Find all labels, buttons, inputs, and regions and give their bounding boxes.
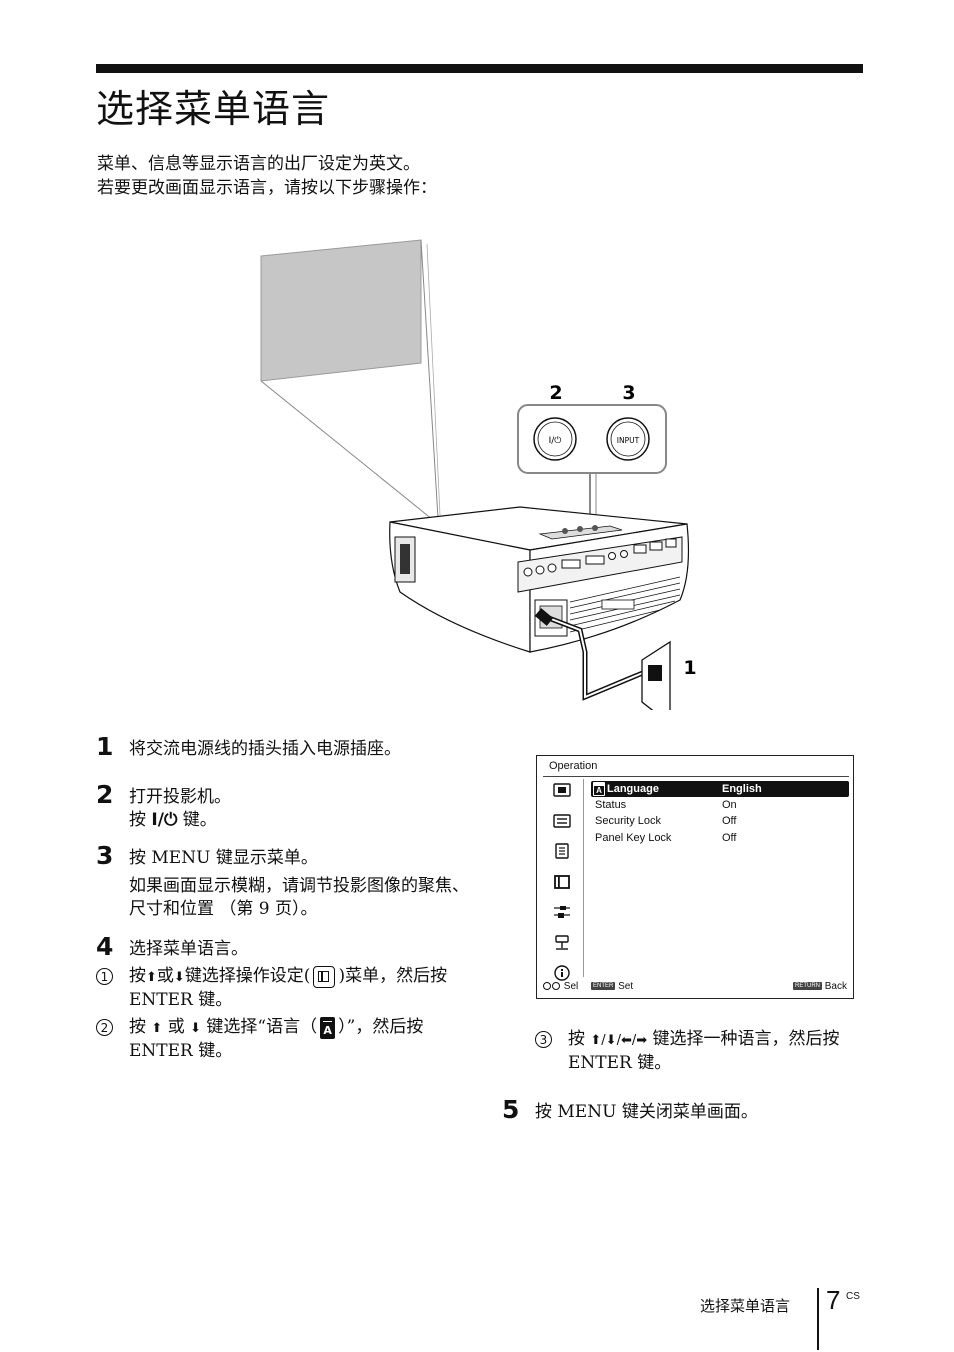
osd-row-value: Off [722, 832, 737, 844]
osd-menu-footer: Sel ENTER Set RETURN Back [543, 980, 847, 994]
substep-3-number: 3 [535, 1031, 552, 1048]
osd-row-security-lock[interactable]: Security Lock Off [591, 813, 849, 829]
nav-up-icon [543, 982, 551, 991]
step-2: 2 打开投影机。 按 I/⏻ 键。 [96, 780, 476, 832]
osd-menu: Operation A Language English Status On [536, 755, 854, 999]
step-5-text: 按 MENU 键关闭菜单画面。 [535, 1102, 758, 1122]
step-3-number: 3 [96, 841, 114, 870]
intro-line-1: 菜单、信息等显示语言的出厂设定为英文。 [97, 154, 420, 174]
substep-2-number: 2 [96, 1019, 113, 1036]
projection-ray-top [420, 239, 439, 519]
page-title: 选择菜单语言 [96, 87, 331, 131]
step-4-number: 4 [96, 932, 114, 961]
footer-section-label: 选择菜单语言 [700, 1297, 791, 1315]
step-1-number: 1 [96, 732, 114, 761]
intro-line-2: 若要更改画面显示语言，请按以下步骤操作： [97, 178, 437, 198]
installation-icon[interactable] [552, 935, 572, 951]
step-4-substep-1: 1 按⬆或⬇键选择操作设定()菜单，然后按 ENTER 键。 [96, 965, 476, 1012]
power-key-label: I/⏻ [151, 810, 178, 830]
language-icon: A [320, 1016, 336, 1039]
information-icon[interactable] [552, 965, 572, 981]
intro-text: 菜单、信息等显示语言的出厂设定为英文。 若要更改画面显示语言，请按以下步骤操作： [97, 152, 437, 200]
step-1: 1 将交流电源线的插头插入电源插座。 [96, 732, 476, 761]
osd-row-label: Language [607, 783, 659, 795]
enter-key-tag: ENTER [591, 982, 616, 991]
step-3: 3 按 MENU 键显示菜单。 如果画面显示模糊，请调节投影图像的聚焦、尺寸和位… [96, 841, 476, 921]
up-arrow-icon: ⬆ [151, 1021, 163, 1036]
osd-menu-sidebar [543, 779, 584, 981]
picture-adjust-icon[interactable] [552, 813, 572, 829]
step-4-substep-2: 2 按 ⬆ 或 ⬇ 键选择“语言（A）”，然后按 ENTER 键。 [96, 1016, 476, 1063]
osd-row-label: Panel Key Lock [595, 832, 672, 844]
power-button-label: I/⏻ [549, 435, 562, 446]
osd-menu-separator [543, 776, 849, 777]
input-button-label: INPUT [617, 436, 640, 445]
projection-ray-bottom [260, 380, 439, 525]
operation-menu-icon [313, 965, 336, 988]
steps-right-column: 3 按 ⬆/⬇/⬅/➡ 键选择一种语言，然后按 ENTER 键。 5 按 MEN… [502, 1024, 867, 1124]
steps-left-column: 1 将交流电源线的插头插入电源插座。 2 打开投影机。 按 I/⏻ 键。 3 按… [96, 732, 476, 1063]
operation-icon[interactable] [552, 874, 572, 890]
picture-icon[interactable] [552, 782, 572, 798]
step-5: 5 按 MENU 键关闭菜单画面。 [502, 1095, 867, 1124]
osd-row-label: Status [595, 799, 627, 811]
step-4-substep-3: 3 按 ⬆/⬇/⬅/➡ 键选择一种语言，然后按 ENTER 键。 [535, 1028, 867, 1075]
projector-illustration-svg: 2 3 I/⏻ INPUT [260, 239, 697, 710]
callout-3: 3 [622, 382, 635, 404]
osd-menu-title: Operation [549, 760, 598, 772]
osd-footer-set: ENTER Set [591, 981, 634, 992]
power-button [533, 417, 577, 461]
step-1-text: 将交流电源线的插头插入电源插座。 [129, 739, 401, 759]
projection-screen [260, 239, 422, 382]
step-3-line-2: 如果画面显示模糊，请调节投影图像的聚焦、尺寸和位置 （第 9 页）。 [129, 876, 469, 919]
connection-icon[interactable] [552, 904, 572, 920]
step-2-line-2: 按 I/⏻ 键。 [129, 810, 217, 830]
substep-1-number: 1 [96, 968, 113, 985]
input-button [606, 417, 650, 461]
osd-row-panel-key-lock[interactable]: Panel Key Lock Off [591, 830, 849, 846]
projector-illustration: 2 3 I/⏻ INPUT [250, 232, 710, 710]
step-5-number: 5 [502, 1095, 520, 1124]
return-key-tag: RETURN [792, 982, 822, 991]
step-2-line-1: 打开投影机。 [129, 787, 231, 807]
osd-footer-sel: Sel [543, 980, 578, 994]
step-4-line-1: 选择菜单语言。 [129, 939, 248, 959]
osd-row-value: Off [722, 815, 737, 827]
down-arrow-icon: ⬇ [190, 1021, 202, 1036]
up-arrow-icon: ⬆ [146, 970, 157, 985]
osd-footer-back: RETURN Back [792, 981, 847, 992]
osd-row-label: Security Lock [595, 815, 662, 827]
top-rule [96, 64, 863, 73]
footer-rule [817, 1288, 819, 1350]
osd-row-language[interactable]: A Language English [591, 781, 849, 797]
callout-1: 1 [683, 657, 696, 679]
down-arrow-icon: ⬇ [173, 970, 185, 985]
page-number: 7 [826, 1285, 841, 1315]
nav-down-icon [552, 982, 560, 991]
projector-body [389, 506, 690, 653]
osd-row-value: English [722, 783, 762, 795]
step-2-number: 2 [96, 780, 114, 809]
language-icon: A [593, 782, 605, 796]
page-number-suffix: CS [846, 1291, 860, 1302]
osd-row-value: On [722, 799, 737, 811]
osd-row-status[interactable]: Status On [591, 797, 849, 813]
callout-2: 2 [549, 382, 562, 404]
function-icon[interactable] [552, 843, 572, 859]
direction-arrows-icon: ⬆/⬇/⬅/➡ [590, 1033, 648, 1048]
projection-ray-top-2 [426, 243, 441, 516]
step-4: 4 选择菜单语言。 1 按⬆或⬇键选择操作设定()菜单，然后按 ENTER 键。… [96, 932, 476, 1063]
step-3-line-1: 按 MENU 键显示菜单。 [129, 848, 318, 868]
